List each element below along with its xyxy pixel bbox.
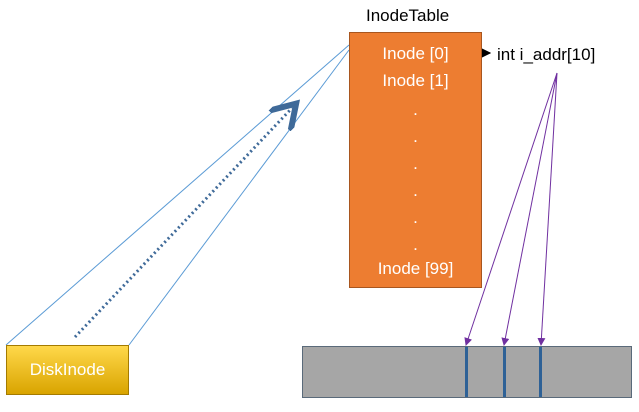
pointer-arrow-1 xyxy=(464,72,558,346)
disk-data-area xyxy=(302,346,632,398)
projection-line-right xyxy=(128,49,350,346)
inode-ellipsis-dot: . xyxy=(413,208,418,227)
inode-ellipsis-dot: . xyxy=(413,181,418,200)
projection-line-left xyxy=(5,44,350,346)
inode-entry-99: Inode [99] xyxy=(377,259,454,278)
inode-entry-0: Inode [0] xyxy=(382,44,449,63)
inode-ellipsis-dot: . xyxy=(413,154,418,173)
data-block-divider xyxy=(465,347,468,397)
inode-ellipsis-dot: . xyxy=(413,100,418,119)
inode-table-title: InodeTable xyxy=(366,6,450,25)
data-block-divider xyxy=(503,347,506,397)
iaddr-array-label: int i_addr[10] xyxy=(497,45,596,64)
data-block-divider xyxy=(539,347,542,397)
load-dotted-arrow xyxy=(73,108,292,339)
inode-ellipsis-dot: . xyxy=(413,235,418,254)
disk-inode-box: DiskInode xyxy=(6,345,129,395)
disk-inode-label: DiskInode xyxy=(29,360,106,379)
inode-ellipsis-dot: . xyxy=(413,127,418,146)
pointer-arrow-2 xyxy=(501,72,558,346)
inode-entry-1: Inode [1] xyxy=(382,71,449,90)
inode-table: Inode [0] Inode [1] . . . . . . Inode [9… xyxy=(349,32,482,288)
pointer-arrow-3 xyxy=(537,72,558,346)
